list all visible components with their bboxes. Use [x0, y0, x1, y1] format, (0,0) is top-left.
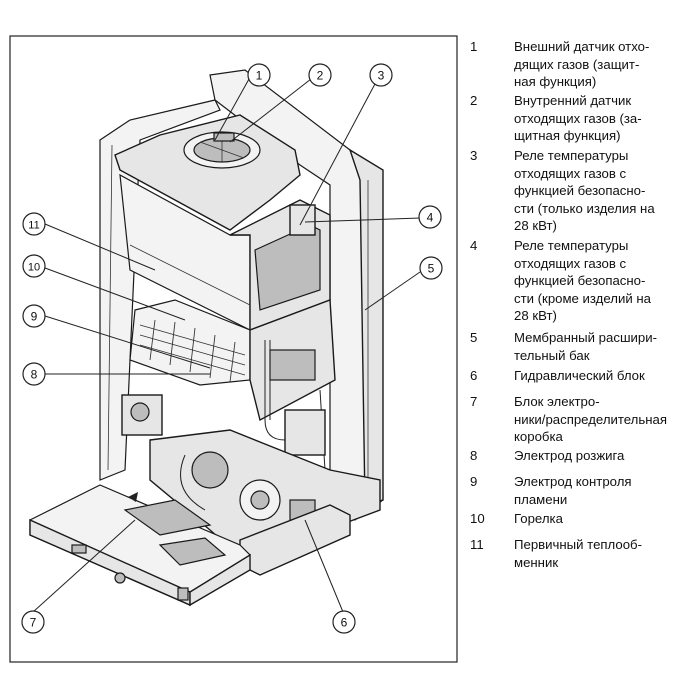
callout-11: 11 [22, 212, 46, 236]
callout-9: 9 [22, 304, 46, 328]
legend-number: 7 [470, 394, 478, 409]
legend-label: Реле температуры отходящих газов с функц… [514, 148, 655, 233]
callout-8: 8 [22, 362, 46, 386]
svg-text:10: 10 [28, 262, 40, 274]
legend-label: Блок электро- ники/распределительная кор… [514, 394, 667, 444]
callout-7: 7 [21, 610, 45, 634]
svg-text:6: 6 [341, 616, 348, 630]
callout-2: 2 [308, 63, 332, 87]
svg-text:4: 4 [427, 211, 434, 225]
legend-label: Реле температуры отходящих газов с функц… [514, 238, 651, 323]
legend-number: 8 [470, 448, 478, 463]
legend-label: Электрод контроля пламени [514, 474, 632, 507]
callout-4: 4 [418, 205, 442, 229]
callout-3: 3 [369, 63, 393, 87]
legend-label: Мембранный расшири- тельный бак [514, 330, 657, 363]
callout-1: 1 [247, 63, 271, 87]
callout-5: 5 [419, 256, 443, 280]
legend-label: Гидравлический блок [514, 368, 645, 383]
legend-label: Горелка [514, 511, 563, 526]
legend-label: Электрод розжига [514, 448, 625, 463]
callout-10: 10 [22, 254, 46, 278]
legend-number: 1 [470, 39, 478, 54]
flue-hood [114, 114, 301, 231]
hydraulic-block [149, 429, 381, 576]
callout-6: 6 [332, 610, 356, 634]
legend-label: Внешний датчик отхо- дящих газов (защит-… [514, 39, 650, 89]
legend-number: 3 [470, 148, 478, 163]
burner [129, 299, 336, 422]
svg-text:5: 5 [428, 262, 435, 276]
svg-text:11: 11 [28, 220, 39, 232]
diagram-frame [9, 35, 458, 663]
legend-label: Внутренний датчик отходящих газов (за- щ… [514, 93, 642, 143]
legend-number: 6 [470, 368, 478, 383]
legend-number: 9 [470, 474, 478, 489]
svg-text:3: 3 [378, 69, 385, 83]
svg-text:7: 7 [30, 616, 37, 630]
svg-text:2: 2 [317, 69, 324, 83]
legend-number: 11 [470, 537, 484, 552]
svg-text:8: 8 [31, 368, 38, 382]
electronics-box [29, 484, 251, 607]
legend-number: 4 [470, 238, 478, 253]
leader-lines [32, 78, 421, 613]
legend-label: Первичный теплооб- менник [514, 537, 643, 570]
svg-text:1: 1 [256, 69, 263, 83]
legend-number: 5 [470, 330, 478, 345]
svg-text:9: 9 [31, 310, 38, 324]
legend-number: 10 [470, 511, 485, 526]
pipework [121, 340, 326, 471]
legend-number: 2 [470, 93, 478, 108]
